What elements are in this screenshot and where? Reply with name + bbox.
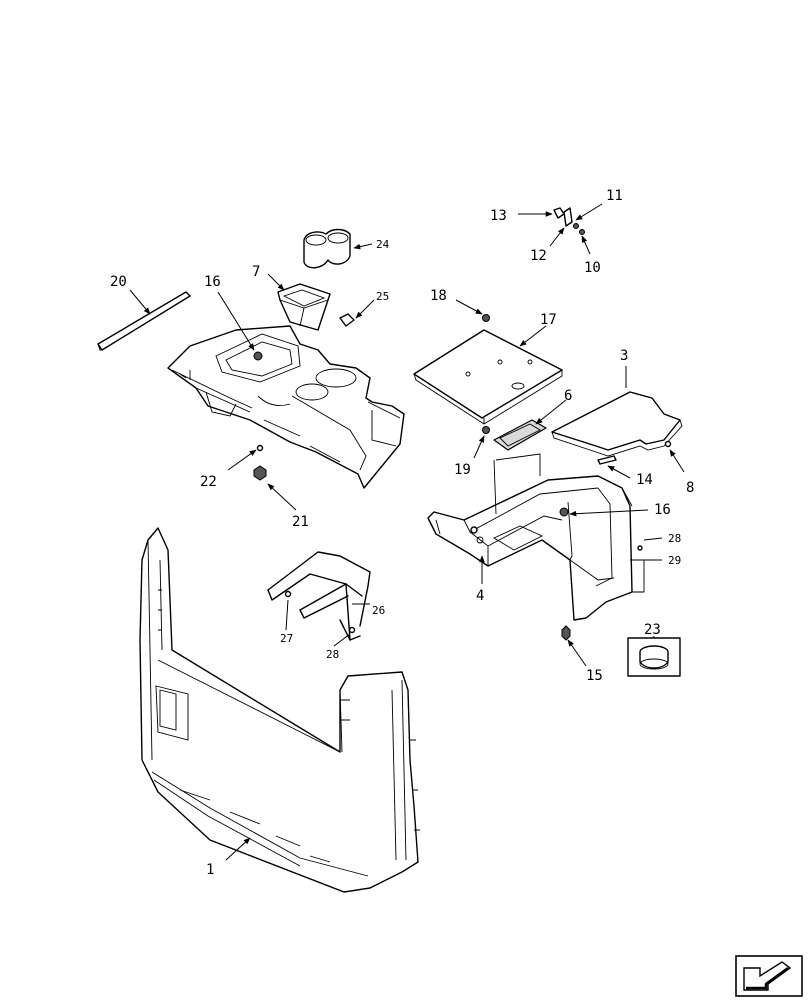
cup-holder-insert-part [303,228,351,269]
callout-10: 10 [584,260,601,276]
callout-26: 26 [372,604,385,617]
support-bracket-part [267,551,371,641]
callout-17: 17 [540,312,557,328]
callout-21: 21 [292,514,309,530]
callout-1: 1 [206,862,214,878]
callout-22: 22 [200,474,217,490]
callout-labels: 1 20 16 7 24 25 22 21 18 17 19 6 3 8 14 … [110,188,694,878]
callout-16-right: 16 [654,502,671,518]
console-base-housing-part [427,453,645,641]
callout-12: 12 [530,248,547,264]
leader-lines [129,203,685,861]
callout-27: 27 [280,632,293,645]
callout-19: 19 [454,462,471,478]
callout-28-lower: 28 [326,648,339,661]
lower-console-shroud-part [139,527,420,893]
callout-14: 14 [636,472,653,488]
callout-15: 15 [586,668,603,684]
callout-4: 4 [476,588,484,604]
callout-11: 11 [606,188,623,204]
callout-13: 13 [490,208,507,224]
upper-console-part [167,325,405,489]
callout-7: 7 [252,264,260,280]
latch-assembly-part [553,207,585,235]
tray-insert-part [482,419,547,451]
callout-3: 3 [620,348,628,364]
callout-28-right: 28 [668,532,681,545]
callout-23: 23 [644,622,661,638]
callout-16-left: 16 [204,274,221,290]
next-page-arrow-icon[interactable] [735,955,803,997]
clip-part [339,313,355,327]
callout-29: 29 [668,554,681,567]
cover-plate-part [413,314,563,425]
callout-6: 6 [564,388,572,404]
side-panel-part [551,391,683,465]
callout-20: 20 [110,274,127,290]
callout-8: 8 [686,480,694,496]
trim-strip-part [97,291,191,351]
callout-24: 24 [376,238,390,251]
storage-bin-part [277,283,331,331]
fastener-21-22-part [253,444,267,481]
callout-18: 18 [430,288,447,304]
callout-25: 25 [376,290,389,303]
cap-part-box [627,637,681,677]
